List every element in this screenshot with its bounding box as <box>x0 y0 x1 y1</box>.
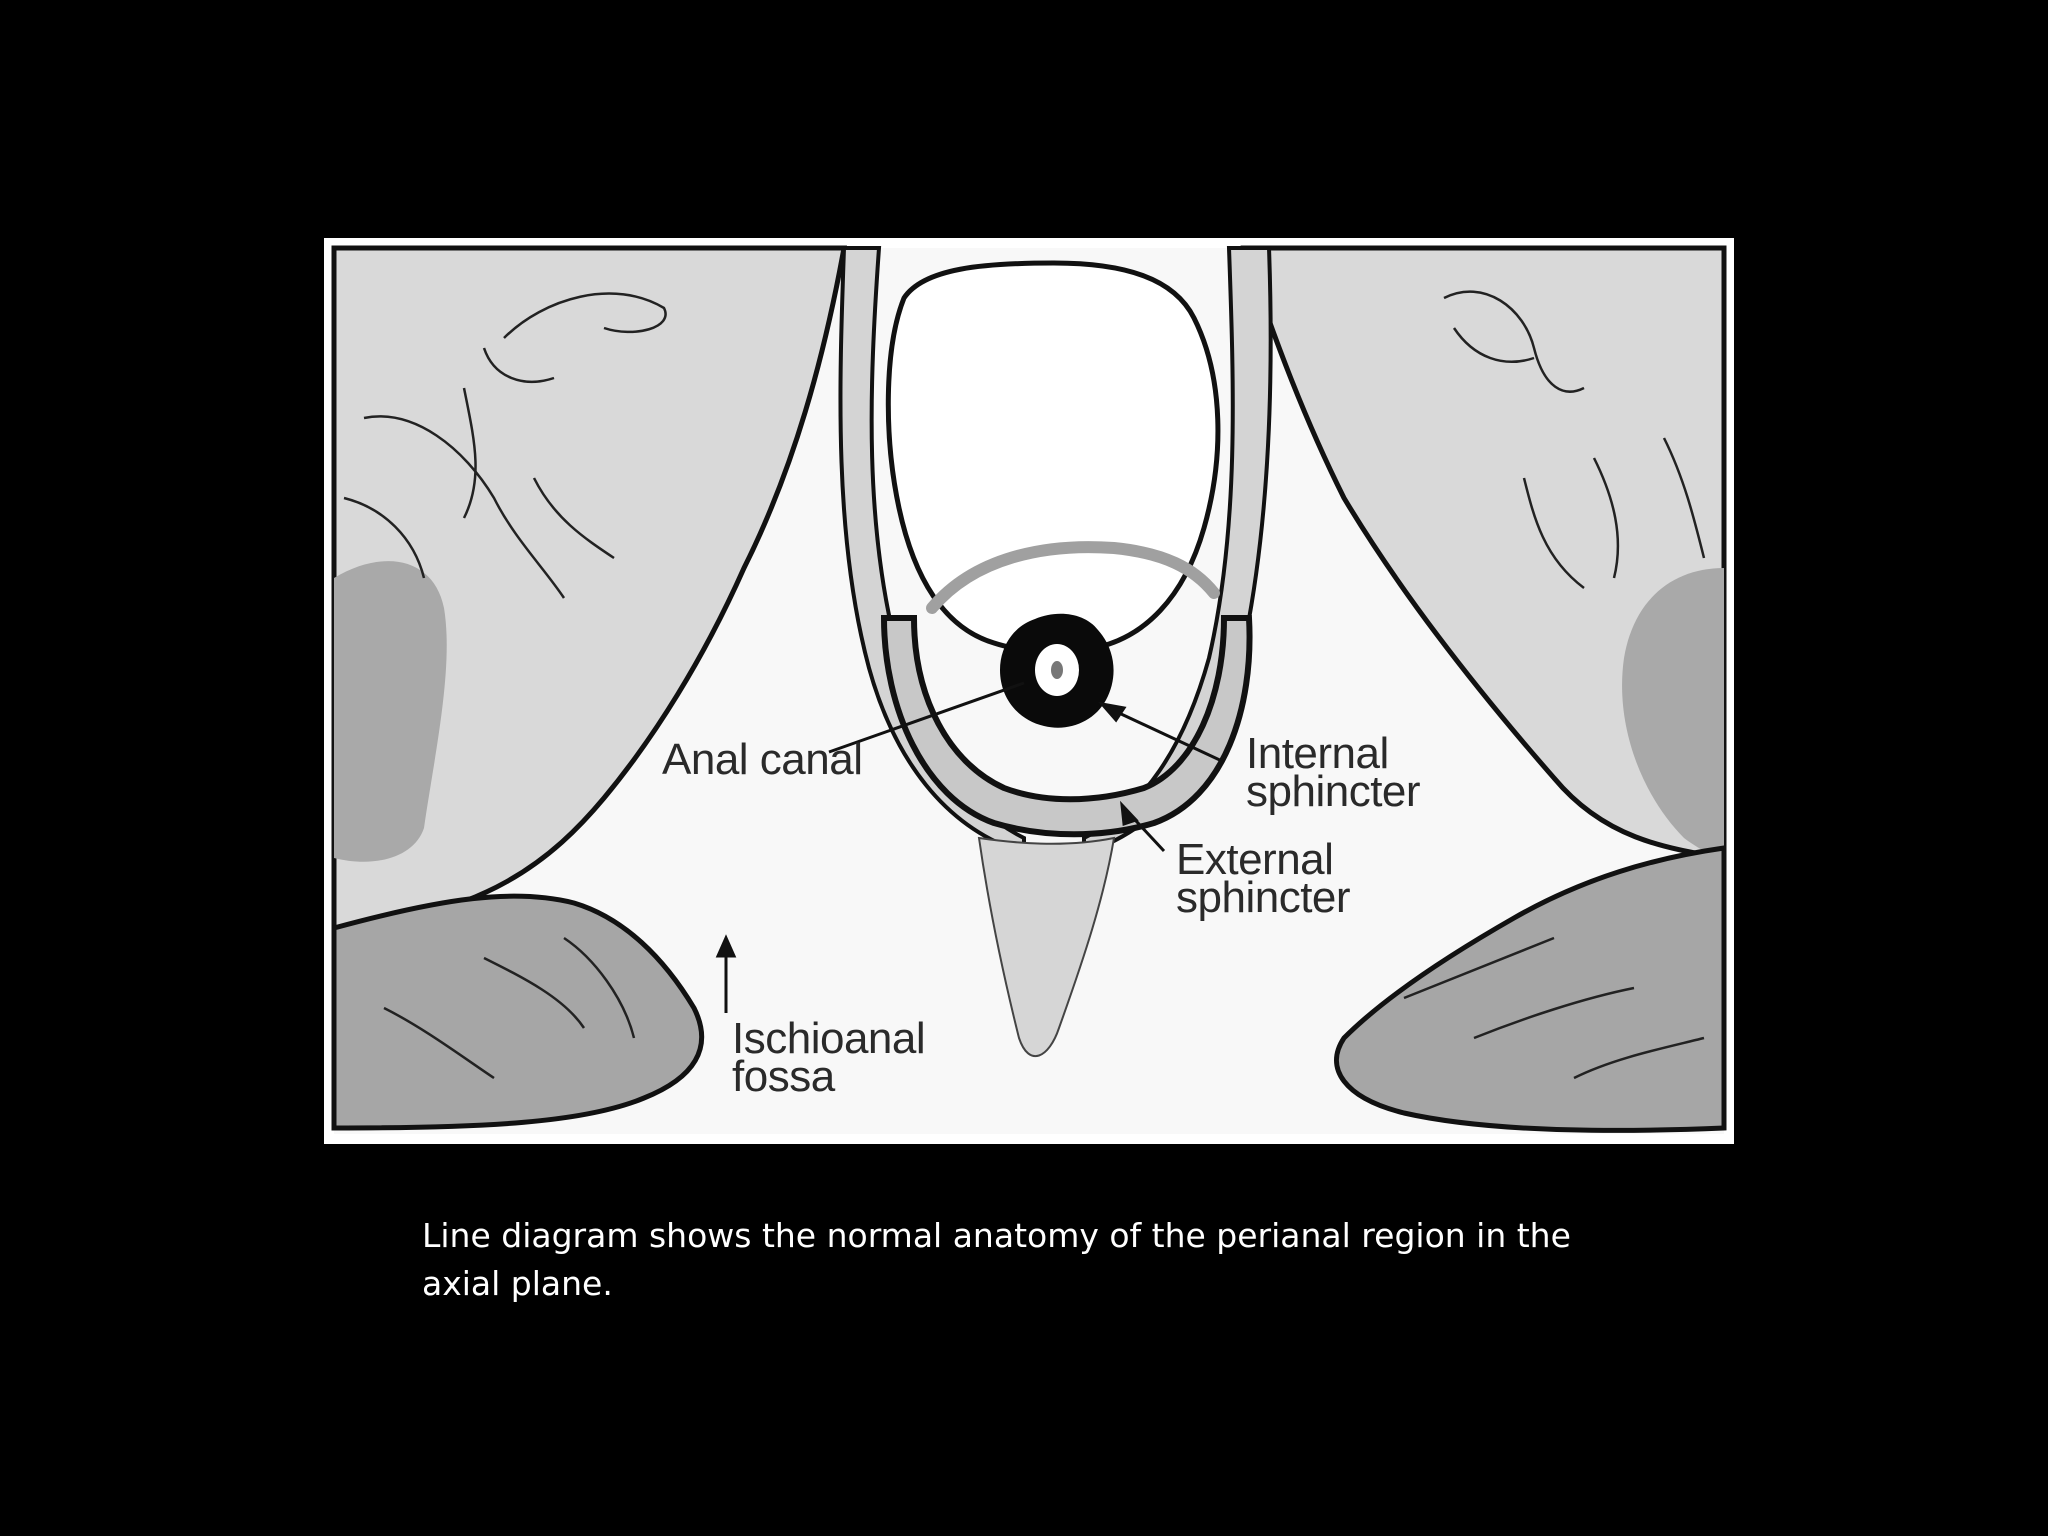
label-external-sphincter-line2: sphincter <box>1176 873 1350 922</box>
internal-sphincter <box>1000 614 1114 728</box>
figure-caption: Line diagram shows the normal anatomy of… <box>422 1212 1602 1308</box>
label-ischioanal-fossa-line2: fossa <box>732 1052 836 1101</box>
anal-canal-center <box>1051 661 1063 679</box>
label-internal-sphincter-line2: sphincter <box>1246 767 1420 816</box>
label-anal-canal: Anal canal <box>662 735 862 784</box>
anatomy-figure: Anal canal Internal sphincter External s… <box>324 238 1734 1144</box>
perianal-anatomy-diagram: Anal canal Internal sphincter External s… <box>324 238 1734 1144</box>
